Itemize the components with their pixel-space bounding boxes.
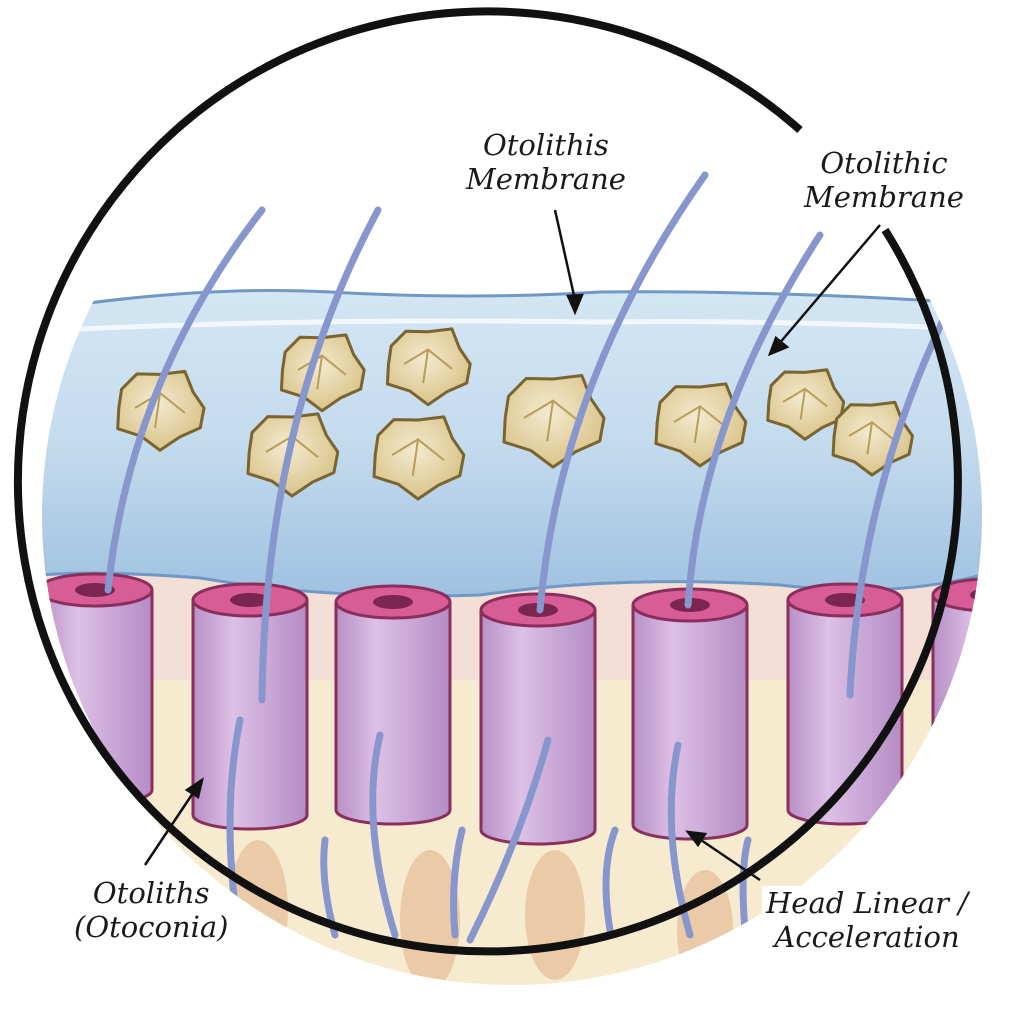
hair-cells xyxy=(42,572,982,846)
hair-cell xyxy=(631,587,749,841)
label-otolithis-membrane: Otolithis Membrane xyxy=(462,128,630,196)
label-line: Membrane xyxy=(466,162,626,196)
label-otolithic-membrane: Otolithic Membrane xyxy=(800,146,968,214)
label-otoliths: Otoliths (Otoconia) xyxy=(70,876,232,944)
hair-cell xyxy=(931,577,982,816)
hair-cell xyxy=(479,592,597,846)
otolith-crystal xyxy=(766,368,846,441)
label-line: (Otoconia) xyxy=(74,910,229,944)
otolith-crystal xyxy=(502,374,606,469)
hair-cell xyxy=(786,582,904,826)
label-line: Membrane xyxy=(804,180,964,214)
hair-cell xyxy=(191,582,309,831)
otolith-crystal xyxy=(372,415,466,501)
label-arrows xyxy=(143,209,881,882)
otolith-crystal xyxy=(654,382,748,468)
magnifier-circle xyxy=(13,7,962,956)
label-head-linear-acceleration: Head Linear / Acceleration xyxy=(762,886,973,954)
otolith-crystal xyxy=(385,327,472,407)
label-line: Otolithic xyxy=(820,146,948,180)
label-line: Otolithis xyxy=(482,128,609,162)
label-line: Head Linear / xyxy=(766,886,969,920)
label-line: Otoliths xyxy=(92,876,210,910)
label-line: Acceleration xyxy=(774,920,960,954)
hair-cell xyxy=(334,584,452,826)
hair-cell xyxy=(42,572,154,806)
